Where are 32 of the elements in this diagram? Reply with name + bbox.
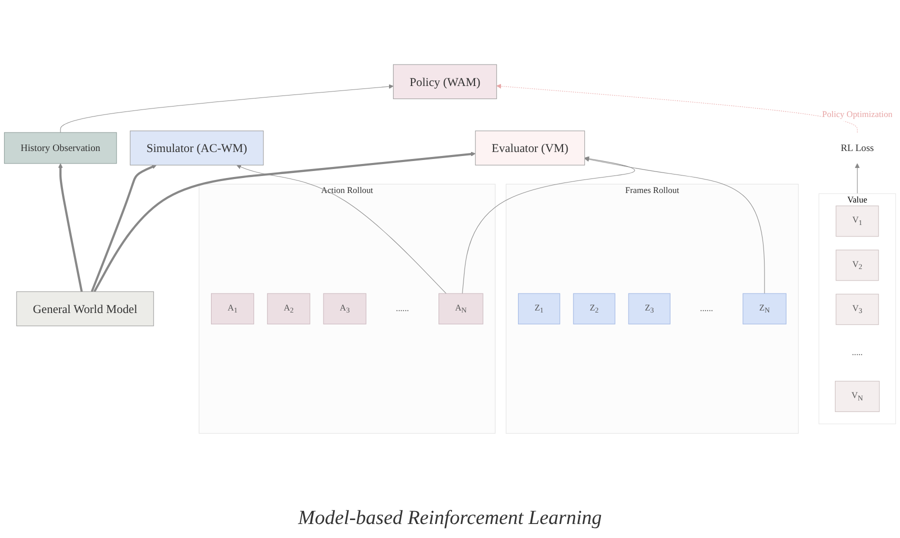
node-text: RL Loss (840, 142, 874, 154)
node-box: Z$_{1}$ (518, 293, 560, 324)
node-box: A$_{1}$ (211, 293, 254, 324)
node-box: Simulator (AC-WM) (130, 130, 264, 166)
arrow (94, 152, 476, 292)
node-box: General World Model (16, 291, 154, 326)
arrow (584, 157, 765, 294)
arrow (462, 156, 635, 294)
arrow (90, 164, 157, 292)
node-box: Policy (WAM) (393, 64, 497, 100)
node-box: Z$_{N}$ (742, 293, 786, 324)
arrow (854, 163, 860, 194)
node-text: ...... (396, 304, 409, 314)
caption-text: Model-based Reinforcement Learning (298, 506, 602, 530)
node-box: Z$_{2}$ (573, 293, 616, 324)
node-box: A$_{N}$ (438, 293, 484, 324)
arrow (496, 84, 858, 133)
node-box: V$_{1}$ (836, 206, 879, 237)
node-box: V$_{2}$ (836, 250, 879, 281)
node-box: V$_{N}$ (834, 380, 880, 412)
node-text: ..... (852, 348, 863, 358)
arrow (236, 164, 446, 294)
node-box: A$_{2}$ (267, 293, 310, 324)
node-box: Z$_{3}$ (628, 293, 670, 324)
edge-label: Policy Optimization (822, 110, 892, 120)
arrow (58, 163, 83, 292)
node-box: History Observation (4, 132, 117, 164)
arrow (60, 84, 394, 133)
node-box: Evaluator (VM) (475, 130, 585, 166)
node-box: A$_{3}$ (323, 293, 366, 324)
node-box: V$_{3}$ (836, 294, 879, 325)
node-text: ...... (700, 304, 714, 314)
